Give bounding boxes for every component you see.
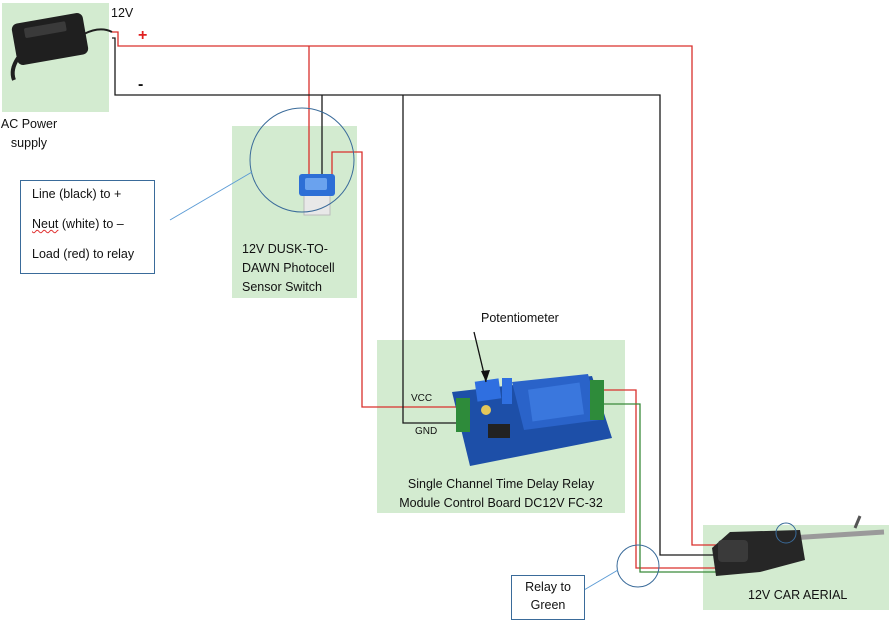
power-voltage-label: 12V bbox=[111, 6, 134, 20]
photocell-panel bbox=[232, 126, 357, 298]
wiring-note-line2: Neut (white) to – bbox=[32, 217, 124, 231]
positive-wire bbox=[112, 31, 720, 569]
power-supply-label-line1: AC Power bbox=[0, 117, 58, 131]
negative-wire bbox=[112, 37, 716, 556]
car-aerial-label: 12V CAR AERIAL bbox=[748, 588, 848, 602]
photocell-label-line3: Sensor Switch bbox=[242, 280, 322, 294]
wiring-note-line2-rest: (white) to – bbox=[58, 217, 124, 231]
power-supply-label: AC Power supply bbox=[0, 115, 58, 153]
vcc-label: VCC bbox=[411, 393, 433, 404]
green-callout-line bbox=[583, 569, 619, 591]
wiring-note-line3: Load (red) to relay bbox=[32, 247, 135, 261]
photocell-sensor-icon bbox=[299, 174, 335, 216]
positive-symbol: + bbox=[138, 27, 148, 44]
wiring-note-line1: Line (black) to + bbox=[32, 187, 122, 201]
power-supply-label-line2: supply bbox=[10, 136, 48, 150]
ac-adapter-icon bbox=[10, 13, 113, 81]
photocell-label: 12V DUSK-TO- DAWN Photocell Sensor Switc… bbox=[242, 240, 335, 297]
green-wire bbox=[600, 403, 716, 573]
negative-symbol: - bbox=[138, 76, 144, 93]
photocell-label-line1: 12V DUSK-TO- bbox=[242, 242, 328, 256]
relay-green-note-line1: Relay to bbox=[525, 580, 571, 594]
wiring-note-neut: Neut bbox=[32, 217, 59, 231]
relay-green-note-box: Relay to Green bbox=[511, 575, 585, 620]
relay-module-label: Single Channel Time Delay Relay Module C… bbox=[377, 475, 625, 513]
aerial-callout-circle bbox=[775, 522, 797, 544]
photocell-callout-circle bbox=[249, 107, 355, 213]
green-callout-circle bbox=[616, 544, 660, 588]
gnd-label: GND bbox=[415, 426, 438, 437]
relay-label-line2: Module Control Board DC12V FC-32 bbox=[399, 496, 603, 510]
relay-board-icon bbox=[452, 374, 612, 466]
potentiometer-label: Potentiometer bbox=[481, 311, 559, 325]
relay-green-note-line2: Green bbox=[530, 598, 566, 612]
photocell-label-line2: DAWN Photocell bbox=[242, 261, 335, 275]
car-aerial-icon bbox=[712, 515, 885, 576]
wiring-note-box: Line (black) to + Neut (white) to – Load… bbox=[20, 180, 155, 274]
photocell-callout-line bbox=[169, 171, 253, 221]
relay-label-line1: Single Channel Time Delay Relay bbox=[407, 477, 595, 491]
